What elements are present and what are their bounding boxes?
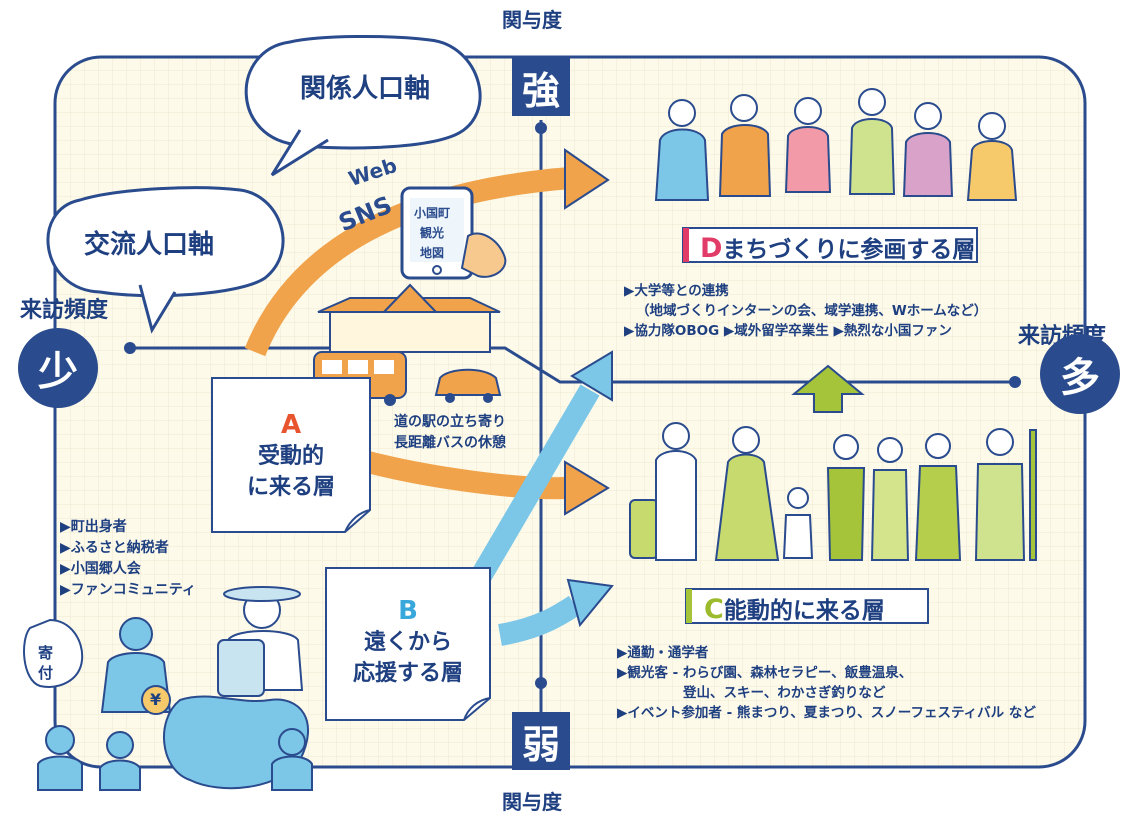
arrow-green-up — [791, 364, 865, 413]
supporter-people — [23, 586, 313, 791]
phone-line-2: 観光 — [420, 226, 445, 240]
c-note-1: ▶通勤・通学者 — [617, 645, 709, 661]
horizontal-axis — [130, 346, 1015, 384]
supporter-list: ▶町出身者 ▶ふるさと納税者 ▶小国郷人会 ▶ファンコミュニティ — [60, 517, 196, 601]
card-a-shape — [211, 377, 371, 533]
vertical-axis-label-top: 関与度 — [502, 8, 562, 32]
smartphone-icon — [400, 186, 507, 280]
d-note-2: （地域づくりインターンの会、域学連携、Wホームなど） — [636, 303, 988, 319]
few-circle: 少 — [18, 328, 98, 408]
d-label-box — [682, 227, 978, 263]
c-label-box — [685, 588, 929, 624]
stop-line-1: 道の駅の立ち寄り — [394, 414, 506, 430]
relation-axis-label: 関係人口軸 — [300, 74, 431, 104]
supporter-item-3: ▶小国郷人会 — [60, 561, 141, 577]
stop-line-2: 長距離バスの休憩 — [394, 435, 506, 451]
donation-char-2: 付 — [38, 664, 54, 682]
horizontal-axis-label-left: 来訪頻度 — [20, 298, 109, 323]
d-layer-letter: D — [700, 233, 723, 264]
strong-badge: 強 — [512, 58, 570, 116]
card-a-letter: A — [280, 410, 302, 440]
d-layer-label: Dまちづくりに参画する層 — [700, 230, 975, 264]
c-layer-label: C能動的に来る層 — [704, 591, 885, 625]
weak-badge: 弱 — [512, 712, 570, 770]
stop-caption: 道の駅の立ち寄り 長距離バスの休憩 — [394, 412, 506, 454]
card-a: A 受動的 に来る層 — [212, 410, 370, 503]
card-b-line-1: 遠くから — [363, 630, 452, 655]
card-b-shape — [325, 567, 491, 721]
c-note-3: 登山、スキー、わかさぎ釣りなど — [683, 685, 886, 701]
relation-axis-bubble — [244, 34, 482, 177]
card-a-line-1: 受動的 — [257, 444, 324, 469]
card-b-letter: B — [398, 596, 418, 626]
d-layer-text: まちづくりに参画する層 — [722, 237, 976, 263]
c-layer-letter: C — [704, 594, 724, 625]
supporter-item-4: ▶ファンコミュニティ — [60, 582, 196, 598]
many-circle: 多 — [1040, 334, 1120, 414]
card-b-line-2: 応援する層 — [352, 661, 463, 686]
arrow-blue-to-c — [497, 595, 582, 646]
phone-line-1: 小国町 — [414, 206, 451, 220]
arrow-orange-to-c — [365, 451, 569, 500]
card-a-line-2: に来る層 — [246, 475, 335, 500]
vertical-axis-label-bottom: 関与度 — [502, 790, 562, 814]
c-layer-people — [629, 422, 1037, 561]
supporter-item-1: ▶町出身者 — [60, 519, 127, 535]
donation-label: 寄 付 — [38, 643, 53, 683]
supporter-item-2: ▶ふるさと納税者 — [60, 540, 169, 556]
yen-mark: ¥ — [150, 690, 162, 709]
arrow-orange-to-d — [244, 167, 571, 357]
d-note-3: ▶協力隊OBOG ▶域外留学卒業生 ▶熱烈な小国ファン — [624, 323, 952, 339]
c-layer-text: 能動的に来る層 — [723, 598, 885, 624]
card-b: B 遠くから 応援する層 — [326, 596, 490, 689]
d-note-1: ▶大学等との連携 — [624, 283, 729, 299]
exchange-axis-bubble — [46, 186, 285, 334]
d-layer-notes: ▶大学等との連携 （地域づくりインターンの会、域学連携、Wホームなど） ▶協力隊… — [624, 281, 987, 341]
phone-line-3: 地図 — [420, 246, 445, 260]
c-note-4: ▶イベント参加者 - 熊まつり、夏まつり、スノーフェスティバル など — [617, 705, 1036, 721]
arrow-blue-to-d — [464, 384, 600, 594]
d-layer-people — [654, 88, 1018, 201]
exchange-axis-label: 交流人口軸 — [84, 230, 215, 260]
c-layer-notes: ▶通勤・通学者 ▶観光客 - わらび園、森林セラピー、飯豊温泉、 登山、スキー、… — [617, 643, 1036, 723]
c-note-2: ▶観光客 - わらび園、森林セラピー、飯豊温泉、 — [617, 665, 913, 681]
donation-char-1: 寄 — [38, 644, 54, 662]
